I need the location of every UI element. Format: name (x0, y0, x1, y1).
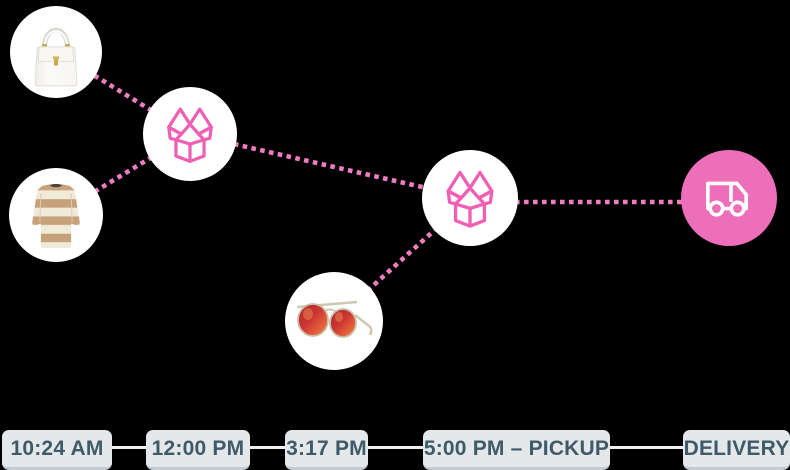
route-line-box1-to-box2 (189, 131, 471, 201)
node-sunglasses (285, 272, 383, 370)
delivery-truck-icon (706, 181, 748, 217)
timeline-connector (368, 446, 423, 449)
timeline-connector (250, 446, 285, 449)
open-box-icon (167, 107, 213, 163)
timeline-chip-1024am: 10:24 AM (2, 430, 112, 470)
timeline-chip-pickup: 5:00 PM – PICKUP (423, 430, 610, 470)
node-packing-box-2 (422, 150, 518, 246)
node-packing-box-1 (143, 87, 237, 181)
timeline-connector (112, 446, 146, 449)
node-sweater (9, 168, 103, 262)
timeline-chip-1200pm: 12:00 PM (146, 430, 250, 470)
sunglasses-image (296, 300, 373, 338)
timeline-connector (610, 446, 683, 449)
node-delivery-truck (681, 150, 777, 246)
timeline-chip-317pm: 3:17 PM (285, 430, 368, 470)
node-handbag (10, 6, 102, 98)
handbag-image (34, 27, 78, 87)
sweater-image (32, 183, 80, 249)
open-box-icon (446, 170, 494, 228)
timeline-chip-delivery: DELIVERY (683, 430, 790, 470)
